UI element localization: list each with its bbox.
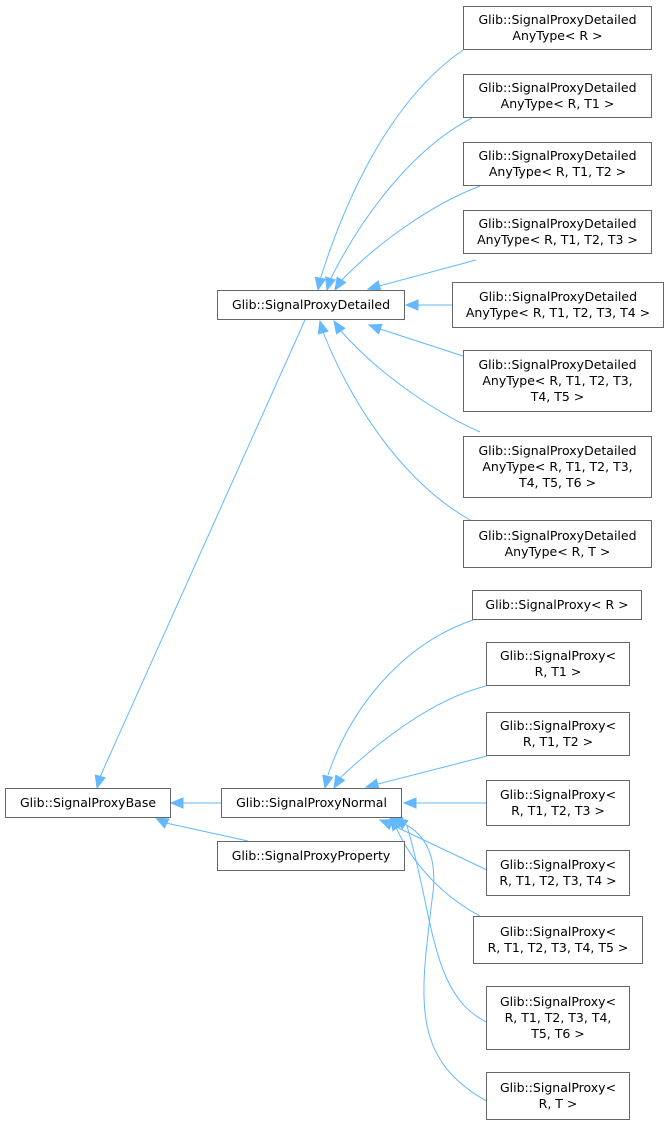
inheritance-arrowhead [333,319,346,335]
class-node-label: Glib::SignalProxy< [499,648,617,663]
class-node-label: T5, T6 > [531,1026,585,1041]
class-node-label: Glib::SignalProxyDetailed [478,148,637,163]
inheritance-arrowhead [366,280,382,292]
class-node-label: T4, T5 > [530,389,585,404]
class-node-label: AnyType< R, T1, T2, T3, [482,459,633,474]
class-node-label: Glib::SignalProxy< [499,718,617,733]
edge-d6-to-detailed [339,329,481,433]
class-node-label: R, T1, T2, T3, T4, [504,1010,612,1025]
class-node-label: AnyType< R, T1, T2, T3, T4 > [465,305,651,320]
class-node-label: R, T1 > [534,664,582,679]
edge-detailed-to-base [99,319,306,778]
class-node-label: Glib::SignalProxy< [499,1080,617,1095]
class-node-label: Glib::SignalProxyDetailed [478,528,637,543]
class-node-label: Glib::SignalProxyDetailed [478,357,637,372]
edge-d5-to-detailed [379,328,467,358]
inheritance-arrowhead [314,276,327,292]
inheritance-arrowhead [334,276,347,292]
inheritance-arrowhead [367,323,383,335]
edge-n0-to-normal [327,619,474,776]
edge-n5-to-normal [394,824,481,917]
class-node-nT[interactable]: Glib::SignalProxy<R, T > [486,1072,630,1120]
class-node-label: Glib::SignalProxyDetailed [478,289,638,304]
edge-d2-to-detailed [339,185,481,283]
class-node-label: AnyType< R, T1, T2 > [488,164,627,179]
class-node-label: Glib::SignalProxy< R > [485,597,629,612]
class-node-n2[interactable]: Glib::SignalProxy<R, T1, T2 > [486,712,630,756]
class-node-label: Glib::SignalProxyBase [19,795,157,810]
class-node-label: R, T1, T2, T3 > [511,803,605,818]
class-node-base[interactable]: Glib::SignalProxyBase [5,788,171,818]
inheritance-arrowhead [169,797,184,809]
class-node-detailed[interactable]: Glib::SignalProxyDetailed [217,290,405,320]
inheritance-arrowhead [402,797,417,809]
edge-d1-to-detailed [329,117,473,281]
class-node-n4[interactable]: Glib::SignalProxy<R, T1, T2, T3, T4 > [486,850,630,896]
class-node-label: T4, T5, T6 > [518,475,597,490]
class-node-n3[interactable]: Glib::SignalProxy<R, T1, T2, T3 > [486,780,630,826]
inheritance-arrowhead [317,319,329,335]
class-node-label: Glib::SignalProxy< [499,924,617,939]
edge-n2-to-normal [377,755,488,785]
class-node-label: AnyType< R > [512,28,603,43]
class-node-n0[interactable]: Glib::SignalProxy< R > [472,590,642,620]
class-node-normal[interactable]: Glib::SignalProxyNormal [221,788,402,818]
inheritance-arrowhead [154,817,170,829]
class-node-label: Glib::SignalProxy< [499,857,617,872]
class-node-label: Glib::SignalProxy< [499,787,617,802]
inheritance-arrowhead [333,774,346,790]
inheritance-arrowhead [322,774,334,790]
class-node-label: Glib::SignalProxyDetailed [478,80,637,95]
inheritance-arrowhead [404,299,419,311]
class-node-label: Glib::SignalProxy< [499,994,617,1009]
class-node-n1[interactable]: Glib::SignalProxy<R, T1 > [486,642,630,686]
edge-n4-to-normal [389,823,488,871]
inheritance-arrowhead [364,778,380,790]
class-node-n6[interactable]: Glib::SignalProxy<R, T1, T2, T3, T4,T5, … [486,986,630,1050]
edge-d3-to-detailed [378,259,477,287]
edge-n6-to-normal [406,825,494,1026]
class-node-label: Glib::SignalProxyDetailed [478,216,637,231]
class-node-label: R, T1, T2 > [522,734,594,749]
class-node-label: R, T1, T2, T3, T4, T5 > [487,940,629,955]
class-node-label: AnyType< R, T1, T2, T3, [482,373,633,388]
class-node-label: Glib::SignalProxyDetailed [478,443,637,458]
edge-n1-to-normal [339,685,487,779]
class-node-label: Glib::SignalProxyDetailed [231,297,391,312]
edge-d0-to-detailed [319,49,464,281]
class-node-label: R, T1, T2, T3, T4 > [499,873,617,888]
class-node-property[interactable]: Glib::SignalProxyProperty [217,841,405,871]
edge-property-to-base [165,822,249,842]
class-node-n5[interactable]: Glib::SignalProxy<R, T1, T2, T3, T4, T5 … [473,916,643,964]
class-node-label: Glib::SignalProxyNormal [236,795,387,810]
class-node-label: Glib::SignalProxyDetailed [478,12,637,27]
edge-nT-to-normal [399,821,491,1104]
inheritance-arrowhead [325,276,337,292]
class-node-label: R, T > [538,1096,578,1111]
class-node-label: Glib::SignalProxyProperty [231,848,391,863]
inheritance-arrowhead [94,774,106,790]
class-node-label: AnyType< R, T1, T2, T3 > [477,232,638,247]
class-node-label: AnyType< R, T1 > [500,96,615,111]
class-node-label: AnyType< R, T > [504,544,611,559]
edge-dT-to-detailed [322,331,471,521]
